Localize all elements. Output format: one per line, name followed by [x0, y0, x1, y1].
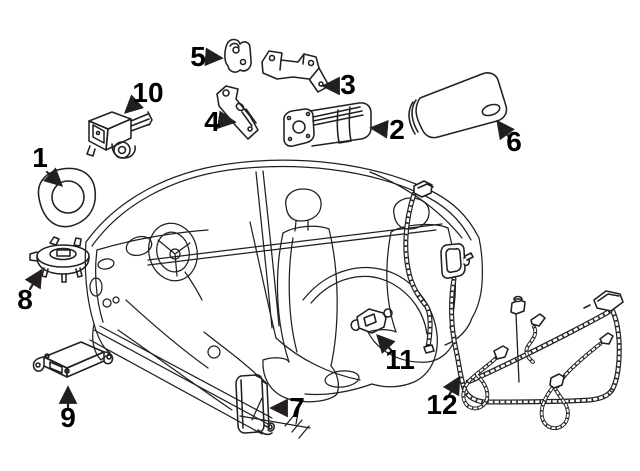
callout-label-10: 10: [132, 77, 163, 108]
callout-arrow-12: [442, 375, 461, 399]
callout-arrow-4: [216, 110, 237, 130]
callout-arrows: [24, 47, 515, 418]
part-front-impact-sensor: [86, 111, 153, 159]
part-airbag-control-module: [32, 341, 114, 378]
part-passenger-airbag-module: [283, 102, 372, 147]
callout-label-12: 12: [426, 389, 457, 420]
callout-arrow-6: [496, 119, 515, 141]
callout-arrow-2: [369, 120, 389, 139]
harness-connectors: [413, 180, 624, 389]
part-discriminating-sensor: [350, 308, 393, 334]
callout-label-1: 1: [32, 142, 48, 173]
diagram-artwork: 1 2 3 4 5 6 7 8 9 10 11 12: [17, 38, 624, 439]
callout-label-4: 4: [204, 106, 220, 137]
part-wiring-harness: [406, 180, 624, 431]
callout-label-7: 7: [289, 392, 305, 423]
callout-label-8: 8: [17, 284, 33, 315]
part-driver-airbag-cover: [37, 167, 97, 228]
callout-arrow-11: [376, 333, 396, 355]
callout-arrow-10: [123, 94, 145, 114]
part-bracket-long: [261, 50, 330, 93]
callout-label-3: 3: [340, 69, 356, 100]
callout-arrow-1: [42, 167, 64, 187]
callout-label-9: 9: [60, 402, 76, 433]
part-side-impact-sensor: [235, 374, 275, 436]
callout-arrow-5: [204, 47, 224, 67]
callout-label-2: 2: [389, 114, 405, 145]
callout-label-6: 6: [506, 126, 522, 157]
callout-label-11: 11: [385, 344, 415, 375]
part-clockspring-coil: [29, 236, 90, 283]
callout-labels: 1 2 3 4 5 6 7 8 9 10 11 12: [17, 41, 522, 433]
part-trim-panel: [408, 72, 508, 139]
part-bracket-diagonal: [216, 85, 259, 140]
callout-arrow-8: [24, 268, 43, 291]
part-bracket-small: [224, 38, 252, 73]
callout-label-5: 5: [190, 41, 206, 72]
